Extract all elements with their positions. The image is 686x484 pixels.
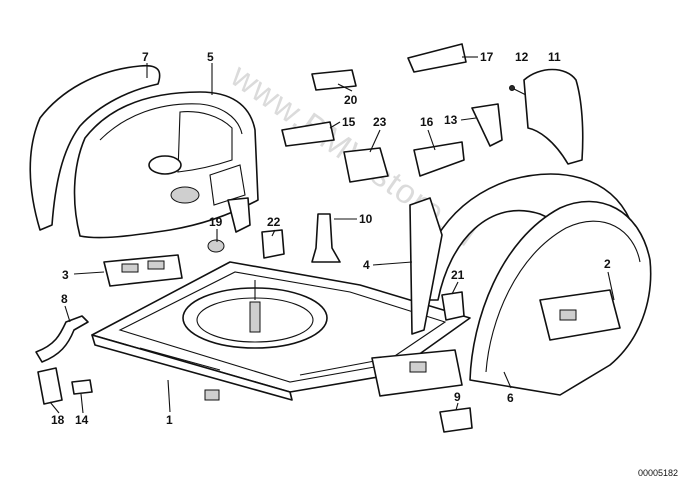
small-parts-bottom [37,367,473,433]
leader-lines [49,56,615,414]
callout-11: 11 [548,50,561,64]
part-3-panel [103,254,183,287]
callout-10: 10 [359,212,373,226]
callout-13: 13 [444,113,458,127]
callout-4: 4 [363,258,370,272]
callout-23: 23 [373,115,387,129]
callout-21: 21 [451,268,465,282]
small-brackets-center [207,213,341,263]
callout-5: 5 [207,50,214,64]
callout-3: 3 [62,268,69,282]
part-8-tube [35,315,89,363]
callout-7: 7 [142,50,149,64]
right-wheel-housing [371,173,652,397]
callout-12: 12 [515,50,529,64]
callout-14: 14 [75,413,89,427]
callout-17: 17 [480,50,494,64]
left-wheel-housing [29,64,259,239]
callout-6: 6 [507,391,514,405]
callout-labels: 1 2 3 4 5 6 7 8 9 10 11 12 13 14 15 16 1… [51,50,611,427]
callout-20: 20 [344,93,358,107]
callout-22: 22 [267,215,281,229]
callout-8: 8 [61,292,68,306]
document-id: 00005182 [637,468,678,478]
brackets-top [281,43,503,183]
callout-1: 1 [166,413,173,427]
callout-19: 19 [209,215,223,229]
part-11-trim [509,68,584,165]
callout-18: 18 [51,413,65,427]
callout-16: 16 [420,115,434,129]
callout-9: 9 [454,390,461,404]
callout-2: 2 [604,257,611,271]
callout-15: 15 [342,115,356,129]
